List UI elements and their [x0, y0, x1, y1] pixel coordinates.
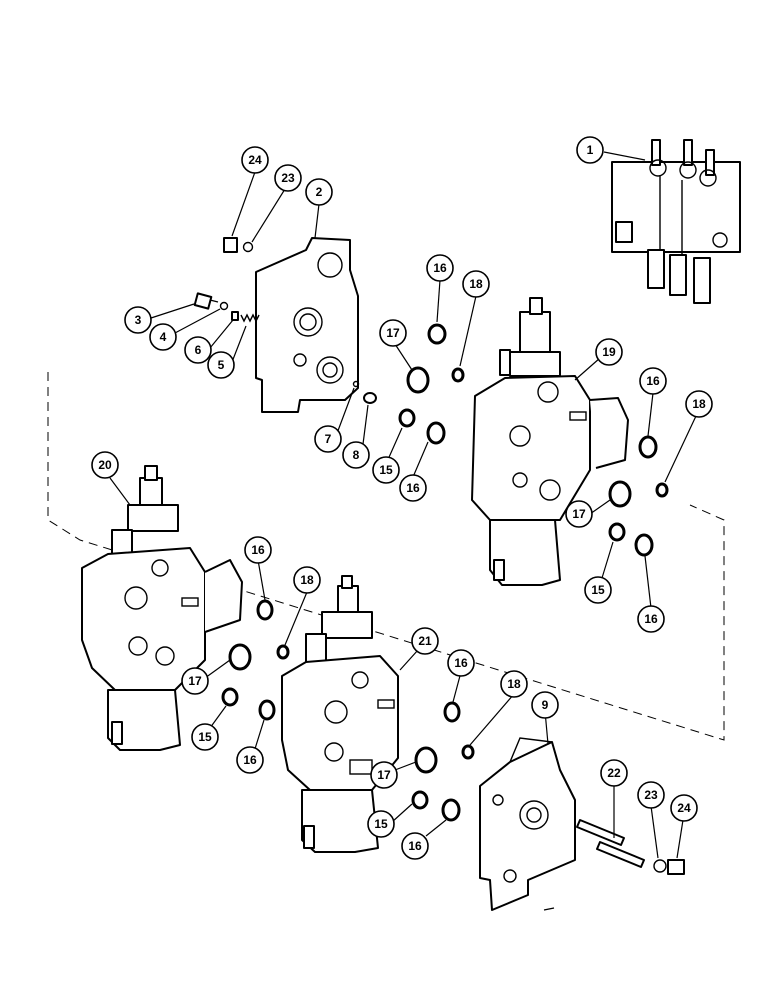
nut-top — [223, 237, 238, 253]
callout-18b: 18 — [685, 390, 713, 418]
svg-text:16: 16 — [408, 839, 422, 853]
callout-15a: 15 — [372, 456, 400, 484]
callout-20: 20 — [91, 451, 119, 479]
svg-text:17: 17 — [386, 326, 400, 340]
callout-19: 19 — [595, 338, 623, 366]
ball — [352, 380, 360, 388]
nut-bottom — [667, 859, 685, 875]
svg-text:19: 19 — [602, 345, 616, 359]
callout-2: 2 — [305, 178, 333, 206]
callout-16f: 16 — [236, 746, 264, 774]
svg-text:23: 23 — [644, 788, 658, 802]
svg-text:9: 9 — [542, 698, 549, 712]
callout-16b: 16 — [399, 474, 427, 502]
outlet-end-cover — [479, 737, 576, 911]
svg-text:17: 17 — [188, 674, 202, 688]
callout-18c: 18 — [293, 566, 321, 594]
callout-1: 1 — [576, 136, 604, 164]
callout-23b: 23 — [637, 781, 665, 809]
svg-text:16: 16 — [251, 543, 265, 557]
svg-text:18: 18 — [507, 677, 521, 691]
svg-text:3: 3 — [135, 313, 142, 327]
relief-fitting — [193, 292, 219, 310]
svg-text:17: 17 — [572, 507, 586, 521]
control-valve-section-20 — [81, 465, 243, 751]
callout-3: 3 — [124, 306, 152, 334]
svg-text:21: 21 — [418, 634, 432, 648]
svg-text:18: 18 — [692, 397, 706, 411]
callout-18a: 18 — [462, 270, 490, 298]
svg-text:15: 15 — [198, 730, 212, 744]
callout-21: 21 — [411, 627, 439, 655]
callout-24b: 24 — [670, 794, 698, 822]
svg-text:16: 16 — [454, 656, 468, 670]
svg-text:17: 17 — [377, 768, 391, 782]
svg-text:15: 15 — [591, 583, 605, 597]
callout-16a: 16 — [426, 254, 454, 282]
svg-text:24: 24 — [248, 153, 262, 167]
callout-16g: 16 — [447, 649, 475, 677]
callout-9: 9 — [531, 691, 559, 719]
callout-16d: 16 — [637, 605, 665, 633]
leader-lines — [109, 151, 697, 911]
callout-8: 8 — [342, 441, 370, 469]
svg-text:4: 4 — [160, 330, 167, 344]
callout-16e: 16 — [244, 536, 272, 564]
svg-text:24: 24 — [677, 801, 691, 815]
svg-text:1: 1 — [587, 143, 594, 157]
svg-text:8: 8 — [353, 448, 360, 462]
o-rings — [221, 323, 669, 822]
spring — [240, 313, 260, 323]
svg-text:16: 16 — [243, 753, 257, 767]
assembled-valve-bank — [611, 139, 741, 304]
callout-17a: 17 — [379, 319, 407, 347]
svg-text:16: 16 — [406, 481, 420, 495]
callout-24a: 24 — [241, 146, 269, 174]
svg-text:16: 16 — [644, 612, 658, 626]
plug — [363, 392, 377, 404]
callout-18d: 18 — [500, 670, 528, 698]
callout-22: 22 — [600, 759, 628, 787]
tie-rod — [576, 819, 645, 868]
svg-text:6: 6 — [195, 343, 202, 357]
shim — [231, 311, 239, 321]
callout-17d: 17 — [370, 761, 398, 789]
svg-text:18: 18 — [469, 277, 483, 291]
svg-text:2: 2 — [316, 185, 323, 199]
control-valve-section-19 — [471, 297, 629, 586]
svg-text:16: 16 — [646, 374, 660, 388]
o-ring-small — [219, 301, 229, 311]
svg-text:15: 15 — [374, 817, 388, 831]
callout-15b: 15 — [584, 576, 612, 604]
svg-text:7: 7 — [325, 432, 332, 446]
svg-text:22: 22 — [607, 766, 621, 780]
svg-text:5: 5 — [218, 358, 225, 372]
inlet-end-cover — [255, 237, 359, 413]
callout-5: 5 — [207, 351, 235, 379]
washer-top — [242, 241, 254, 253]
washer-bottom — [653, 859, 667, 873]
svg-text:18: 18 — [300, 573, 314, 587]
group-outline-dashed — [47, 372, 725, 741]
callout-17b: 17 — [565, 500, 593, 528]
callout-23a: 23 — [274, 164, 302, 192]
svg-text:20: 20 — [98, 458, 112, 472]
control-valve-section-21 — [281, 575, 399, 853]
callout-16h: 16 — [401, 832, 429, 860]
callout-15d: 15 — [367, 810, 395, 838]
callout-16c: 16 — [639, 367, 667, 395]
callout-15c: 15 — [191, 723, 219, 751]
callout-7: 7 — [314, 425, 342, 453]
callout-6: 6 — [184, 336, 212, 364]
svg-text:16: 16 — [433, 261, 447, 275]
svg-text:15: 15 — [379, 463, 393, 477]
svg-text:23: 23 — [281, 171, 295, 185]
callout-4: 4 — [149, 323, 177, 351]
callout-17c: 17 — [181, 667, 209, 695]
